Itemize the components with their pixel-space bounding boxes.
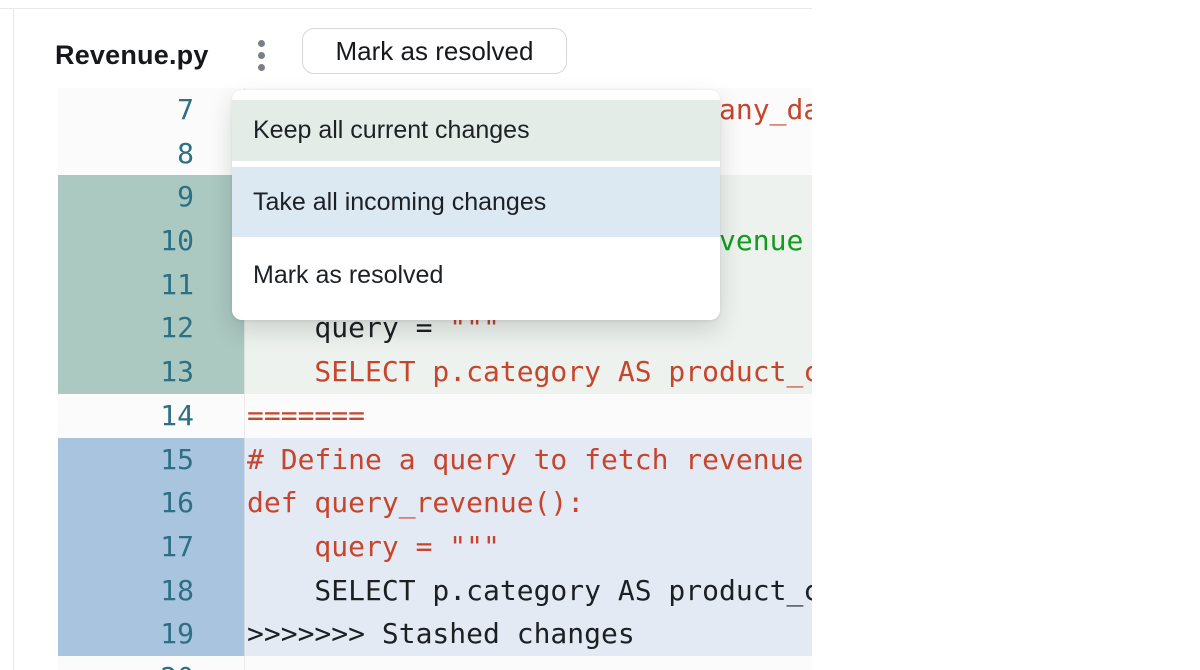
line-number: 14 — [58, 393, 244, 438]
line-number: 10 — [58, 219, 244, 263]
panel-top-border — [0, 8, 812, 9]
line-number: 8 — [58, 131, 244, 176]
line-number: 11 — [58, 262, 244, 307]
code-text — [244, 655, 812, 670]
line-number: 9 — [58, 175, 244, 220]
code-line-13: 13 SELECT p.category AS product_category… — [58, 350, 812, 394]
menu-item-keep-current-changes[interactable]: Keep all current changes — [232, 100, 720, 161]
code-text: query = """ — [244, 524, 812, 569]
code-line-19: 19>>>>>>> Stashed changes — [58, 612, 812, 656]
kebab-dot — [258, 51, 265, 59]
menu-item-take-incoming-changes[interactable]: Take all incoming changes — [232, 167, 720, 237]
code-line-14: 14======= — [58, 393, 812, 438]
line-number: 13 — [58, 350, 244, 394]
line-number: 18 — [58, 568, 244, 613]
code-text: def query_revenue(): — [244, 481, 812, 525]
kebab-menu-icon[interactable] — [251, 34, 272, 76]
kebab-dot — [258, 63, 265, 71]
line-number: 16 — [58, 481, 244, 525]
line-number: 19 — [58, 612, 244, 656]
code-text: ======= — [244, 393, 812, 438]
code-text: SELECT p.category AS product_category, — [244, 350, 812, 394]
code-text: # Define a query to fetch revenue — [244, 437, 812, 482]
code-text: >>>>>>> Stashed changes — [244, 612, 812, 656]
line-number: 7 — [58, 88, 244, 132]
panel-left-border — [13, 8, 14, 670]
code-line-18: 18 SELECT p.category AS product_category… — [58, 568, 812, 613]
mark-as-resolved-button[interactable]: Mark as resolved — [302, 28, 567, 74]
line-number: 17 — [58, 524, 244, 569]
code-line-15: 15# Define a query to fetch revenue — [58, 437, 812, 482]
file-title: Revenue.py — [55, 40, 209, 70]
code-text: SELECT p.category AS product_category, — [244, 568, 812, 613]
line-number: 15 — [58, 437, 244, 482]
kebab-dot — [258, 39, 265, 47]
kebab-dropdown-menu: Keep all current changes Take all incomi… — [232, 90, 720, 320]
code-line-20: 20 — [58, 655, 812, 670]
menu-item-mark-as-resolved[interactable]: Mark as resolved — [232, 241, 720, 309]
line-number: 20 — [58, 655, 244, 670]
code-editor: 7conn = sqlite3.connect("company_data.db… — [58, 88, 812, 670]
line-number: 12 — [58, 306, 244, 351]
code-line-17: 17 query = """ — [58, 524, 812, 569]
